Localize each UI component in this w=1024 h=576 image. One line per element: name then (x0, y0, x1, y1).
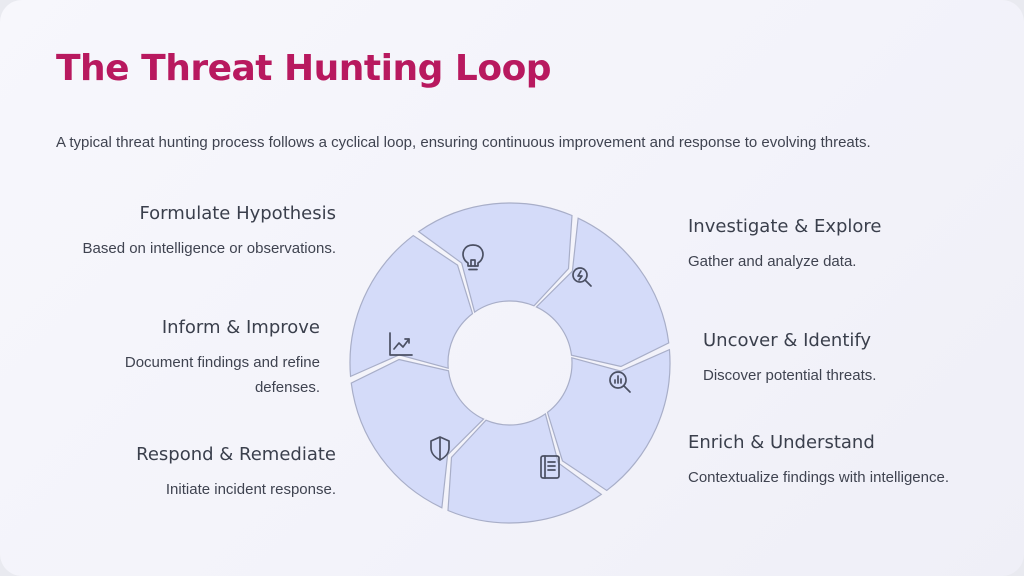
page-title: The Threat Hunting Loop (56, 48, 552, 89)
step-title: Inform & Improve (161, 317, 320, 338)
step-investigate-explore: Investigate & Explore Gather and analyze… (688, 216, 882, 274)
step-uncover-identify: Uncover & Identify Discover potential th… (703, 330, 876, 388)
step-title: Investigate & Explore (688, 216, 882, 237)
step-description: Discover potential threats. (703, 367, 877, 384)
cycle-segments (349, 202, 671, 524)
cycle-segment-6 (350, 358, 485, 509)
lightbulb-icon (462, 244, 484, 271)
step-respond-remediate: Respond & Remediate Initiate incident re… (136, 444, 336, 502)
step-title: Uncover & Identify (703, 330, 872, 351)
step-title: Enrich & Understand (688, 432, 875, 453)
cycle-segment-3 (535, 217, 670, 368)
chart-search-icon (609, 371, 631, 393)
cycle-segment-5 (447, 412, 603, 524)
book-icon (540, 455, 560, 479)
cycle-segment-2 (417, 202, 573, 314)
step-title: Respond & Remediate (136, 444, 336, 465)
step-enrich-understand: Enrich & Understand Contextualize findin… (688, 432, 949, 490)
threat-hunting-cycle-diagram (349, 202, 671, 524)
step-title: Formulate Hypothesis (139, 203, 336, 224)
shield-icon (430, 436, 450, 461)
cycle-segment-1 (349, 234, 474, 378)
step-description: Based on intelligence or observations. (82, 240, 337, 257)
step-description: Document findings and refine defenses. (124, 354, 320, 396)
step-formulate-hypothesis: Formulate Hypothesis Based on intelligen… (83, 203, 337, 261)
step-description: Gather and analyze data. (688, 253, 857, 270)
step-description: Contextualize findings with intelligence… (688, 469, 949, 486)
step-inform-improve: Inform & Improve Document findings and r… (90, 317, 320, 400)
trend-chart-icon (389, 332, 413, 356)
search-scan-icon (572, 267, 592, 287)
cycle-segment-4 (546, 348, 671, 492)
step-description: Initiate incident response. (165, 481, 336, 498)
page-subtitle: A typical threat hunting process follows… (56, 134, 871, 151)
